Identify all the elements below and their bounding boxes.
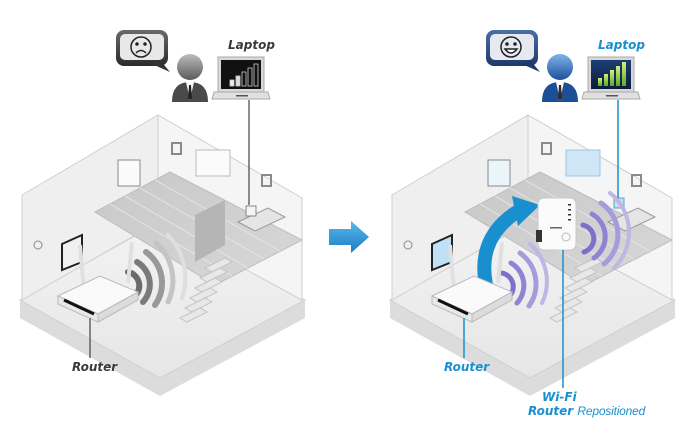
wall-decor [403, 142, 642, 250]
repeater-signal-arcs [580, 191, 632, 270]
speech-bubble [486, 30, 540, 72]
laptop-label: Laptop [598, 38, 645, 52]
signal-bars-icon-after [598, 62, 626, 86]
laptop-label: Laptop [228, 38, 275, 52]
before-house-illustration [18, 30, 307, 396]
signal-bars-icon-before [229, 63, 259, 87]
after-panel: Laptop Router Wi-Fi Router Repositioned [370, 0, 700, 435]
repeater-label-line2: Router Repositioned [528, 404, 645, 418]
repeater-label-router: Router [528, 404, 574, 418]
router-label: Router [72, 360, 118, 374]
user-avatar-sad [172, 54, 208, 102]
partition-wall [195, 200, 225, 262]
speech-bubble [116, 30, 170, 72]
router-signal-arcs [499, 242, 549, 309]
repeater-label-line1: Wi-Fi [542, 390, 577, 404]
desk [236, 205, 287, 232]
repeater-label-suffix: Repositioned [577, 404, 646, 418]
sad-face-icon [130, 36, 152, 58]
router-device [430, 241, 514, 323]
stairs [548, 257, 604, 323]
laptop-device-before [211, 56, 271, 100]
before-panel: Laptop Router [0, 0, 330, 435]
user-avatar-happy [542, 54, 578, 102]
router-device [56, 241, 140, 323]
wifi-repeater-device [536, 197, 577, 251]
wall-decor [33, 142, 272, 250]
happy-face-icon [500, 36, 522, 58]
right-arrow-icon [329, 221, 369, 253]
router-label: Router [444, 360, 490, 374]
after-house-illustration [388, 30, 677, 396]
stairs [178, 257, 234, 323]
